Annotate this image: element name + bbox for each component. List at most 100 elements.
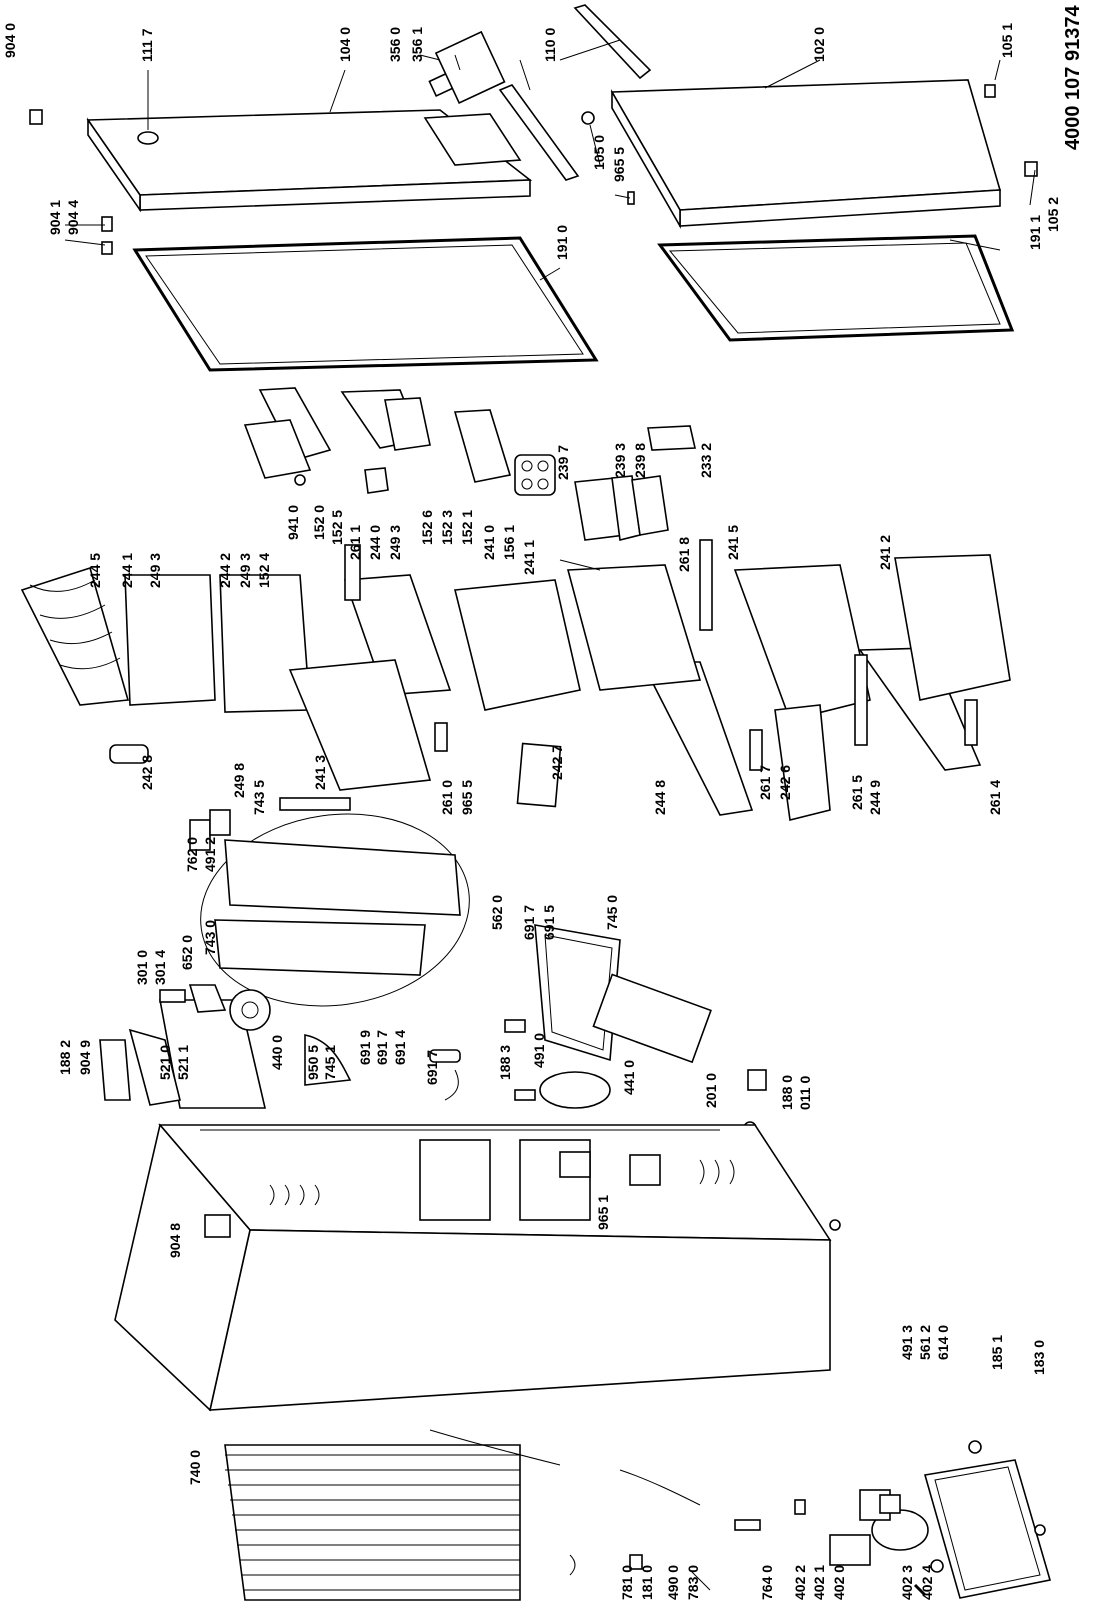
part-label: 185 1 (989, 1334, 1005, 1370)
part-label: 201 0 (703, 1072, 719, 1108)
part-label: 241 3 (312, 754, 328, 790)
part-label: 244 1 (119, 552, 135, 588)
part-label: 781 0 (619, 1564, 635, 1600)
part-label: 241 5 (725, 524, 741, 560)
part-label: 356 1 (409, 26, 425, 62)
part-label: 104 0 (337, 26, 353, 62)
part-label: 105 1 (999, 22, 1015, 58)
part-label: 183 0 (1031, 1339, 1047, 1375)
part-label: 521 0 (157, 1044, 173, 1080)
part-label: 241 2 (877, 534, 893, 570)
part-label: 244 9 (867, 779, 883, 815)
bottle-rack-244-5 (20, 566, 130, 706)
evaporator-cover-743 (200, 813, 470, 1007)
part-label: 152 3 (439, 509, 455, 545)
freezer-door-104 (86, 109, 533, 213)
part-label: 261 4 (987, 779, 1003, 815)
fan-motor-440 (229, 989, 352, 1086)
door-handle-110 (498, 4, 652, 181)
part-label: 941 0 (285, 504, 301, 540)
part-label: 242 6 (777, 764, 793, 800)
part-label: 402 3 (899, 1564, 915, 1600)
condenser-740 (224, 1444, 521, 1601)
part-label: 188 2 (57, 1039, 73, 1075)
part-label: 301 0 (134, 949, 150, 985)
part-label: 904 0 (2, 22, 18, 58)
part-label: 691 7 (521, 904, 537, 940)
door-gasket-191-1 (657, 234, 1015, 342)
part-label: 152 5 (329, 509, 345, 545)
part-label: 691 7 (374, 1029, 390, 1065)
part-label: 261 8 (676, 536, 692, 572)
part-label: 249 8 (231, 762, 247, 798)
part-label: 402 4 (919, 1564, 935, 1600)
part-label: 152 6 (419, 509, 435, 545)
part-label: 691 9 (357, 1029, 373, 1065)
part-label: 301 4 (152, 949, 168, 985)
part-label: 402 2 (792, 1564, 808, 1600)
part-label: 110 0 (542, 27, 558, 62)
part-label: 239 3 (612, 442, 628, 478)
part-label: 904 1 (47, 199, 63, 235)
base-plate-183 (923, 1459, 1052, 1599)
cheese-box-239 (574, 475, 669, 541)
part-label: 491 3 (899, 1324, 915, 1360)
part-label: 562 0 (489, 894, 505, 930)
part-label: 188 3 (497, 1044, 513, 1080)
part-label: 239 8 (632, 442, 648, 478)
egg-tray-156 (514, 454, 556, 496)
part-label: 233 2 (698, 442, 714, 478)
control-housing-301 (99, 984, 267, 1109)
part-label: 743 5 (251, 779, 267, 815)
part-label: 191 0 (554, 224, 570, 260)
part-label: 188 0 (779, 1074, 795, 1110)
part-label: 521 1 (175, 1044, 191, 1080)
part-label: 261 7 (757, 764, 773, 800)
drawers (288, 554, 1011, 821)
part-label: 745 0 (604, 894, 620, 930)
part-label: 181 0 (639, 1564, 655, 1600)
door-bins (243, 387, 696, 494)
small-shelf-parts (109, 539, 978, 851)
part-label: 490 0 (665, 1564, 681, 1600)
part-label: 152 4 (256, 552, 272, 588)
part-label: 950 5 (305, 1044, 321, 1080)
part-label: 965 1 (595, 1194, 611, 1230)
part-label: 152 0 (311, 504, 327, 540)
part-label: 249 3 (387, 524, 403, 560)
part-label: 965 5 (459, 779, 475, 815)
part-label: 745 1 (322, 1044, 338, 1080)
part-label: 244 5 (87, 552, 103, 588)
part-label: 244 0 (367, 524, 383, 560)
part-label: 904 4 (65, 199, 81, 235)
part-label: 561 2 (917, 1324, 933, 1360)
part-label: 239 7 (555, 444, 571, 480)
part-label: 402 0 (831, 1564, 847, 1600)
part-label: 740 0 (187, 1449, 203, 1485)
part-label: 261 5 (849, 774, 865, 810)
part-label: 102 0 (811, 26, 827, 62)
part-label: 743 0 (202, 919, 218, 955)
part-label: 652 0 (179, 934, 195, 970)
cabinet-body (114, 1123, 841, 1412)
part-label: 249 3 (147, 552, 163, 588)
leader-lines (64, 39, 1036, 571)
glass-shelves (124, 574, 982, 816)
part-label: 491 2 (202, 836, 218, 872)
document-number: 4000 107 91374 (1062, 5, 1084, 150)
fridge-door-102 (610, 79, 1002, 229)
part-label: 156 1 (501, 524, 517, 560)
drain-pipe-and-cord (429, 1429, 806, 1591)
part-label: 242 8 (139, 754, 155, 790)
part-label: 011 0 (797, 1075, 813, 1110)
part-label: 356 0 (387, 26, 403, 62)
door-hinges-small-parts (29, 30, 1038, 255)
part-label: 441 0 (621, 1059, 637, 1095)
part-label: 241 0 (481, 524, 497, 560)
part-label: 105 0 (591, 134, 607, 170)
part-label: 691 5 (541, 904, 557, 940)
part-label: 244 2 (217, 552, 233, 588)
part-label: 691 4 (392, 1029, 408, 1065)
